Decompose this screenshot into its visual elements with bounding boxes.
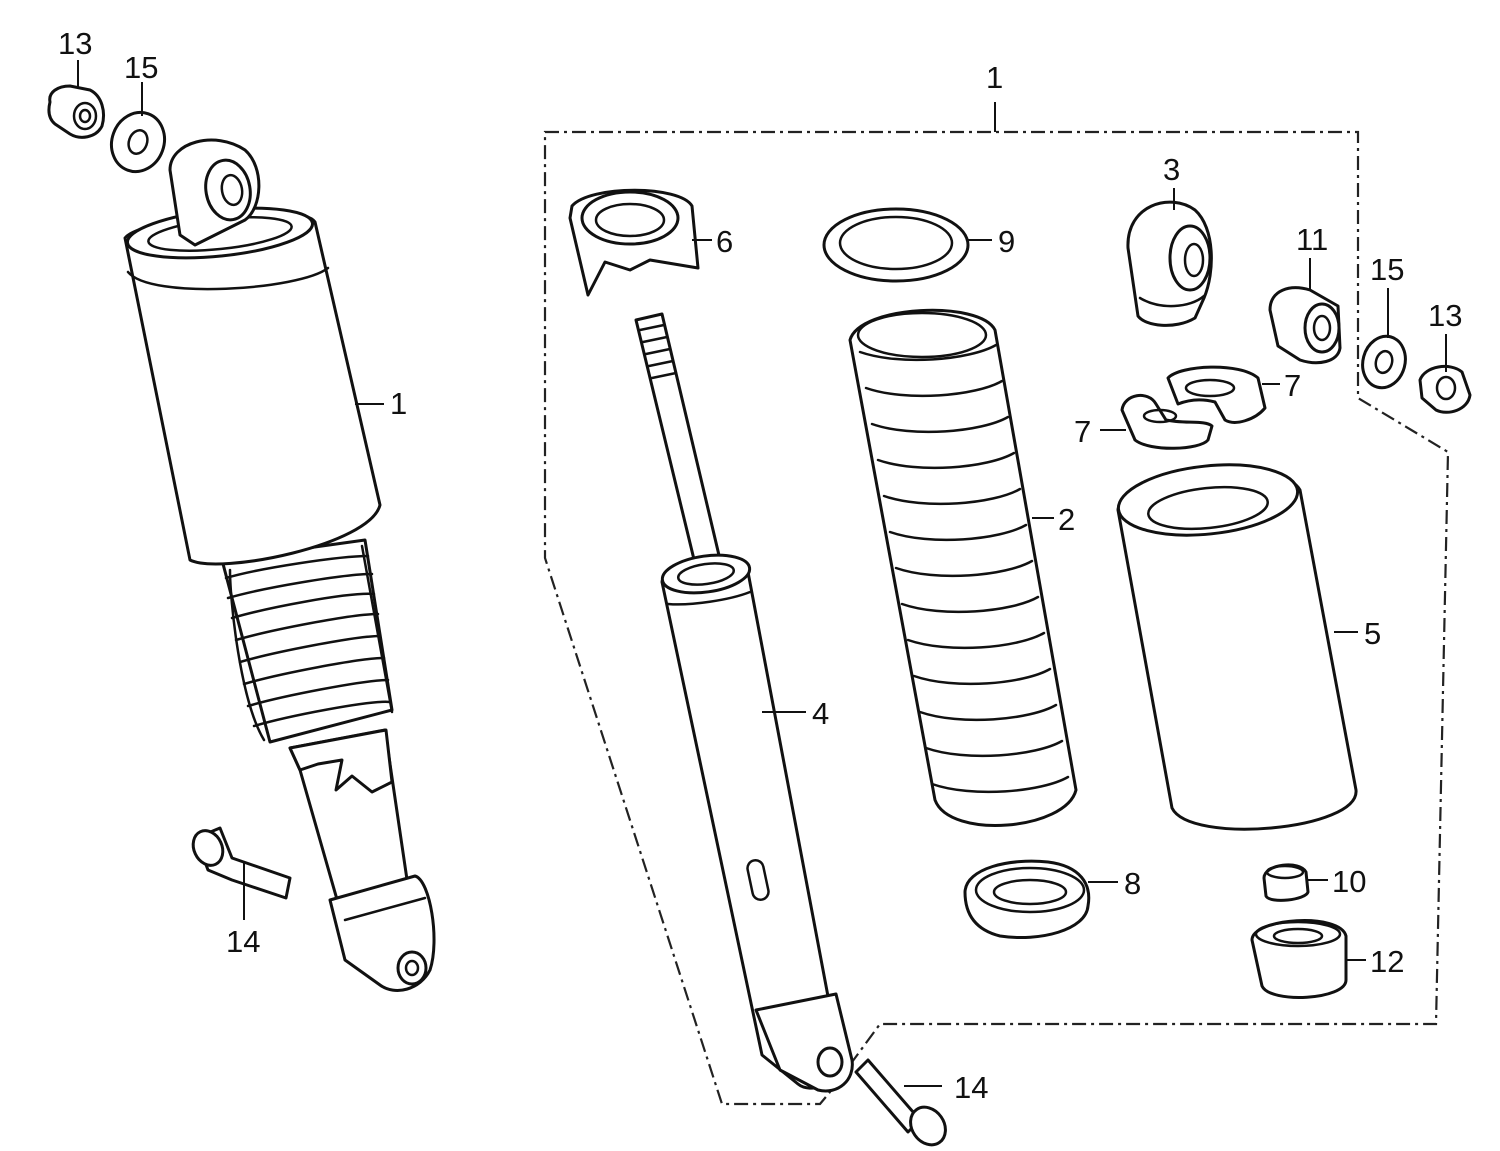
rubber-12 <box>1250 919 1348 999</box>
left-shock-absorber <box>123 138 436 992</box>
callout-left-washer-15: 15 <box>124 50 158 85</box>
callout-collar-7-lower: 7 <box>1074 414 1091 449</box>
callout-cover-5: 5 <box>1364 616 1381 651</box>
lower-seat-8 <box>963 859 1091 940</box>
upper-joint-3 <box>1126 200 1213 327</box>
right-washer-15 <box>1361 334 1407 390</box>
right-bolt-14 <box>854 1058 947 1147</box>
callout-lower-seat-8: 8 <box>1124 866 1141 901</box>
right-nut-13 <box>1418 364 1472 414</box>
callout-right-washer-15: 15 <box>1370 252 1404 287</box>
callout-left-nut-13: 13 <box>58 26 92 61</box>
callout-damper-4: 4 <box>812 696 829 731</box>
left-nut-13 <box>47 84 105 139</box>
spring-2 <box>848 308 1078 827</box>
callout-spring-2: 2 <box>1058 502 1075 537</box>
damper-4 <box>634 312 854 1093</box>
stopper-6 <box>568 188 700 297</box>
callout-spring-seat-9: 9 <box>998 224 1015 259</box>
cap-10 <box>1262 863 1310 902</box>
callout-left-shock-1: 1 <box>390 386 407 421</box>
left-washer-15 <box>110 110 166 174</box>
callout-rubber-12: 12 <box>1370 944 1404 979</box>
spring-seat-9 <box>822 207 970 283</box>
assembly-boundary <box>543 102 1450 1106</box>
callout-stopper-6: 6 <box>716 224 733 259</box>
callout-upper-joint-3: 3 <box>1163 152 1180 187</box>
left-bolt-14 <box>191 826 292 900</box>
collar-7-upper <box>1166 365 1267 424</box>
callout-assembly-1: 1 <box>986 60 1003 95</box>
callout-cap-10: 10 <box>1332 864 1366 899</box>
callout-right-bolt-14: 14 <box>954 1070 988 1105</box>
callout-bushing-11: 11 <box>1296 222 1328 257</box>
collar-7-lower <box>1120 394 1214 450</box>
callout-left-bolt-14: 14 <box>226 924 260 959</box>
cover-5 <box>1116 463 1358 831</box>
bushing-11 <box>1268 286 1342 365</box>
callout-collar-7-upper: 7 <box>1284 368 1301 403</box>
callout-right-nut-13: 13 <box>1428 298 1462 333</box>
